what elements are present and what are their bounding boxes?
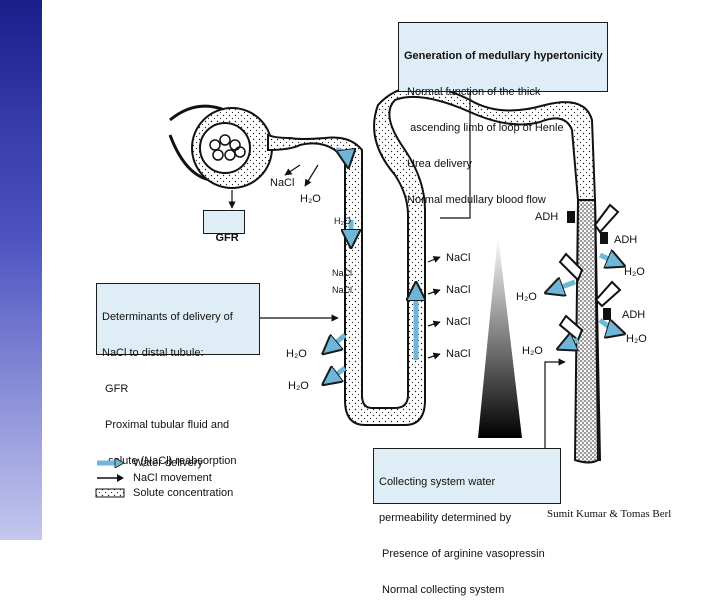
label-h2o-cd-2: H₂O — [516, 291, 537, 303]
label-nacl-prox: NaCl — [270, 177, 294, 189]
determinants-line: Proximal tubular fluid and — [102, 419, 230, 431]
water-delivery-arrows — [325, 147, 622, 383]
label-h2o-cd-3: H₂O — [626, 333, 647, 345]
label-h2o-loop-1: H₂O — [286, 348, 307, 360]
label-adh-3: ADH — [622, 309, 645, 321]
hypertonicity-line: ascending limb of loop of Henle — [404, 122, 564, 134]
label-h2o-cd-1: H₂O — [624, 266, 645, 278]
collecting-line: Presence of arginine vasopressin — [379, 548, 545, 560]
slide-sidebar — [0, 0, 42, 540]
label-h2o-cd-4: H₂O — [522, 345, 543, 357]
hypertonicity-line: Normal function of the thick — [404, 86, 541, 98]
legend-water-label: Water delivery — [133, 456, 203, 469]
legend-solute-label: Solute concentration — [133, 486, 234, 499]
label-nacl-ascending-2: NaCl — [446, 284, 470, 296]
hypertonicity-box: Generation of medullary hypertonicity No… — [398, 22, 608, 206]
label-adh-2: ADH — [614, 234, 637, 246]
adh-receptors — [567, 211, 611, 320]
label-nacl-descending-2: NaCl — [332, 285, 352, 295]
label-nacl-descending-1: NaCl — [332, 268, 352, 278]
label-h2o-prox: H₂O — [300, 193, 321, 205]
determinants-title: Determinants of delivery of — [102, 311, 233, 323]
label-nacl-ascending-4: NaCl — [446, 348, 470, 360]
hypertonicity-line: Urea delivery — [404, 158, 472, 170]
legend: Water delivery NaCl movement Solute conc… — [95, 455, 233, 500]
legend-nacl-label: NaCl movement — [133, 471, 212, 484]
label-adh-1: ADH — [535, 211, 558, 223]
legend-water: Water delivery — [95, 455, 233, 470]
label-nacl-ascending-1: NaCl — [446, 252, 470, 264]
collecting-duct — [573, 199, 600, 464]
determinants-line: solute (NaCl) reabsorption — [102, 455, 237, 467]
collecting-line: Normal collecting system — [379, 584, 505, 596]
label-h2o-loop-2: H₂O — [288, 380, 309, 392]
label-h2o-descending: H₂O — [334, 216, 351, 226]
collecting-box: Collecting system water permeability det… — [373, 448, 561, 596]
solute-concentration-icon — [95, 488, 125, 497]
legend-solute: Solute concentration — [95, 485, 233, 500]
hypertonicity-line: Normal medullary blood flow — [404, 194, 546, 206]
medullary-gradient — [478, 235, 522, 438]
gfr-label: GFR — [215, 232, 239, 244]
nacl-movement-icon — [97, 473, 124, 482]
glomerulus — [168, 104, 273, 189]
collecting-branches — [558, 203, 622, 342]
gfr-box: GFR — [203, 210, 245, 244]
determinants-box: Determinants of delivery of NaCl to dist… — [96, 283, 260, 467]
credit: Sumit Kumar & Tomas Berl — [547, 508, 672, 520]
nephron-tubule — [267, 85, 602, 461]
legend-nacl: NaCl movement — [95, 470, 233, 485]
determinants-line: NaCl to distal tubule: — [102, 347, 204, 359]
collecting-line: permeability determined by — [379, 512, 512, 524]
water-delivery-icon — [97, 457, 125, 468]
nephron-diagram: NaCl H₂O H₂O NaCl NaCl NaCl NaCl NaCl Na… — [168, 70, 647, 464]
hypertonicity-title: Generation of medullary hypertonicity — [404, 50, 603, 62]
connector-lines — [228, 70, 566, 448]
label-nacl-ascending-3: NaCl — [446, 316, 470, 328]
collecting-line: Collecting system water — [379, 476, 496, 488]
nacl-movement-arrows — [284, 164, 441, 360]
determinants-line: GFR — [102, 383, 129, 395]
